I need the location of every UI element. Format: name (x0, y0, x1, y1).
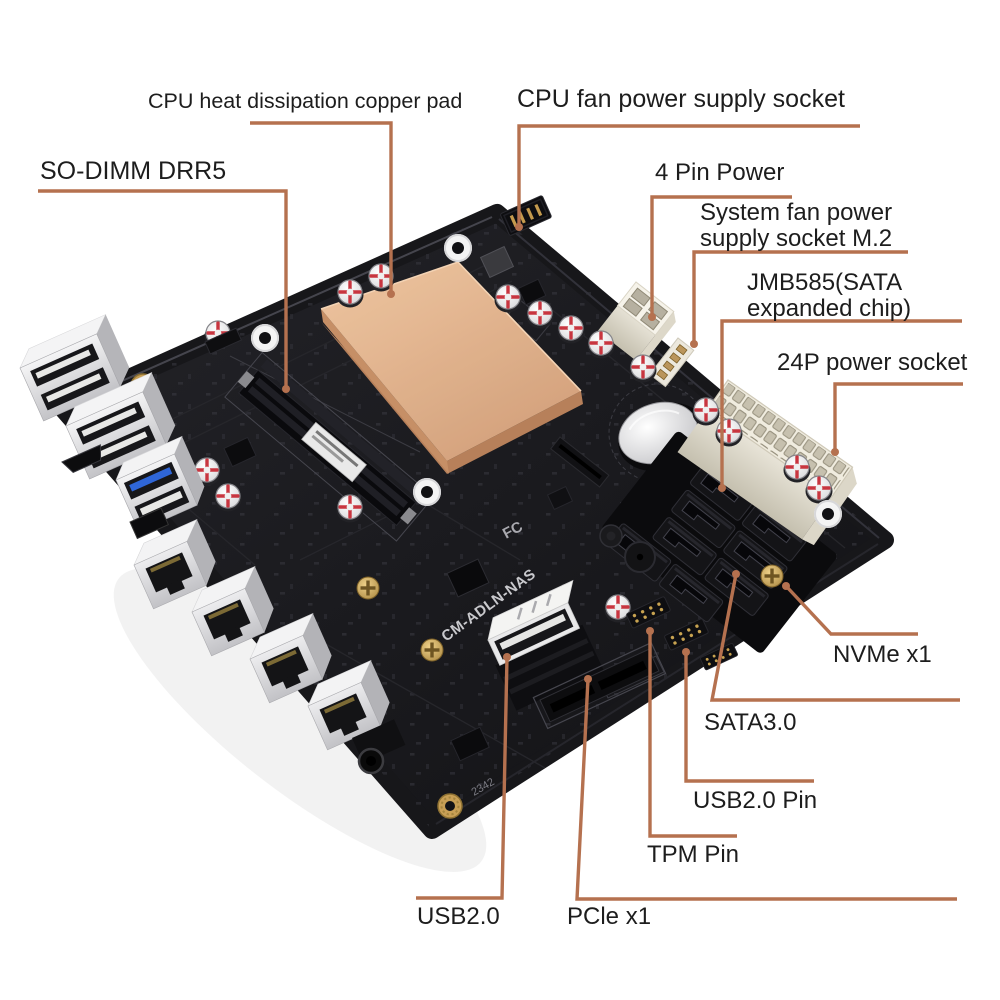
leader-4pin (650, 195, 792, 315)
label-system-fan-line2: supply socket M.2 (700, 225, 893, 252)
hdmi-port (61, 444, 102, 473)
leader-24p (833, 382, 963, 450)
ram-slot-sticker (301, 421, 367, 483)
label-pcie: PCle x1 (567, 903, 652, 930)
leader-usb2 (416, 656, 509, 900)
ic-chips (223, 245, 574, 762)
label-nvme: NVMe x1 (833, 641, 932, 668)
m2-slot (550, 436, 610, 488)
cpu-copper-pad (320, 261, 583, 474)
label-system-fan-line1: System fan power (700, 199, 893, 226)
four-pin-power-connector (597, 281, 676, 361)
leader-lines (38, 121, 963, 901)
system-fan-header (648, 337, 695, 388)
leader-nvme (784, 584, 918, 636)
usb3-blue-tongue (129, 467, 173, 492)
leader-cpu-pad (250, 121, 393, 293)
label-jmb585: JMB585(SATA expanded chip) (747, 270, 911, 322)
leader-tpm (648, 631, 737, 838)
label-so-dimm: SO-DIMM DRR5 (40, 157, 227, 185)
leader-jmb585 (720, 319, 962, 486)
label-usb2: USB2.0 (417, 903, 500, 930)
sata-ports (602, 431, 837, 653)
leader-pcie (575, 678, 957, 901)
label-usb2-pin: USB2.0 Pin (693, 787, 818, 814)
label-24p-power: 24P power socket (777, 349, 968, 376)
label-cpu-fan: CPU fan power supply socket (517, 85, 845, 113)
leader-sata (709, 573, 960, 702)
label-cpu-copper-pad: CPU heat dissipation copper pad (148, 89, 463, 113)
atx-24pin-connector (677, 379, 857, 546)
label-system-fan: System fan power supply socket M.2 (700, 200, 892, 252)
buzzer (599, 524, 656, 573)
pcie-x1-slot (532, 641, 667, 730)
label-tpm-pin: TPM Pin (647, 841, 740, 868)
cpu-fan-header (500, 195, 552, 236)
audio-jack (352, 719, 406, 775)
hdmi-port-2 (129, 507, 170, 540)
rear-header (204, 327, 243, 355)
internal-usb2-port (487, 579, 604, 711)
leader-usb2pin (684, 652, 814, 783)
label-4pin-power: 4 Pin Power (655, 159, 785, 186)
leader-dots (282, 223, 839, 683)
leader-sysfan (692, 250, 908, 342)
leader-cpu-fan (517, 124, 860, 225)
label-sata3: SATA3.0 (704, 709, 797, 736)
label-jmb585-line1: JMB585(SATA (747, 269, 903, 296)
leader-so-dimm (38, 189, 288, 388)
label-jmb585-line2: expanded chip) (747, 295, 912, 322)
so-dimm-slot (224, 351, 435, 542)
rear-io-ports (13, 314, 243, 540)
